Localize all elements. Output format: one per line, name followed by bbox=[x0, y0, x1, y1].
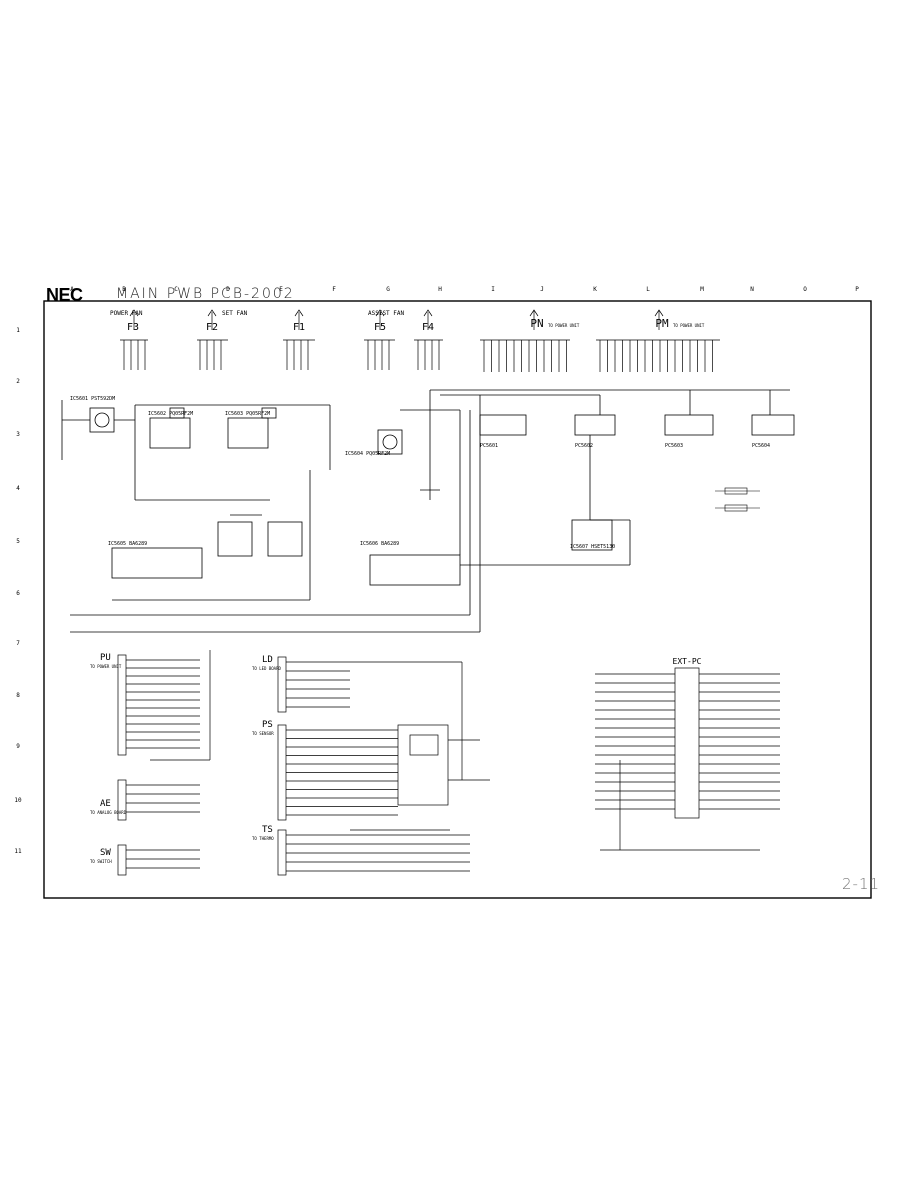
ic-label: PC5602 bbox=[575, 443, 593, 449]
lower-left-connectors bbox=[117, 650, 211, 876]
row-label: 5 bbox=[16, 538, 20, 545]
row-label: 8 bbox=[16, 692, 20, 699]
ic-label: PC5604 bbox=[752, 443, 770, 449]
row-label: 11 bbox=[14, 848, 22, 855]
pn-connector-name: PN bbox=[530, 317, 543, 330]
middle-connector-name: PS bbox=[262, 720, 273, 730]
column-labels: A B C D E F G H I J K L M N O P bbox=[70, 286, 859, 293]
middle-connector-note: TO SENSOR bbox=[252, 731, 274, 736]
fan-connector-label: F5 bbox=[374, 322, 386, 333]
row-labels: 1 2 3 4 5 6 7 8 9 10 11 bbox=[14, 327, 22, 855]
fan-group-label: ASSIST FAN bbox=[368, 310, 405, 317]
photocouplers bbox=[429, 389, 795, 566]
ic-label: IC5606 BA6289 bbox=[360, 541, 399, 547]
column-label: C bbox=[174, 286, 178, 293]
ic-label: PC5601 bbox=[480, 443, 498, 449]
power-connectors bbox=[480, 309, 720, 372]
pm-connector-note: TO POWER UNIT bbox=[673, 323, 705, 328]
ic-label: IC5602 PQ05RF2M bbox=[148, 411, 193, 417]
middle-connector-name: LD bbox=[262, 655, 273, 665]
column-label: G bbox=[386, 286, 390, 293]
top-connector-labels: PN TO POWER UNIT PM TO POWER UNIT bbox=[530, 317, 705, 330]
ext-pc-label: EXT-PC bbox=[673, 657, 702, 666]
drawing-frame bbox=[43, 300, 872, 899]
fan-labels: POWER FAN F3 SET FAN F2 F1 ASSIST FAN F5 F4 bbox=[110, 310, 434, 333]
fan-connector-label: F1 bbox=[293, 322, 305, 333]
ic-label: IC5601 PST592DM bbox=[70, 396, 115, 402]
ext-pc-connector-name: EXT-PC bbox=[673, 657, 702, 666]
left-connector-note: TO ANALOG BOARD bbox=[90, 810, 127, 815]
fan-section bbox=[120, 309, 443, 370]
column-label: L bbox=[646, 286, 650, 293]
fan-group-label: POWER FAN bbox=[110, 310, 143, 317]
ic-label: PC5603 bbox=[665, 443, 683, 449]
column-label: D bbox=[226, 286, 230, 293]
left-connector-name: PU bbox=[100, 653, 111, 663]
pm-connector-name: PM bbox=[655, 317, 669, 330]
ic-labels: IC5601 PST592DM IC5602 PQ05RF2M IC5603 PQ0… bbox=[70, 396, 770, 550]
ic-label: IC5604 PQ05RF2M bbox=[345, 451, 390, 457]
left-connector-name: SW bbox=[100, 848, 111, 858]
row-label: 10 bbox=[14, 797, 22, 804]
left-connector-note: TO SWITCH bbox=[90, 859, 112, 864]
column-label: F bbox=[332, 286, 336, 293]
column-label: K bbox=[593, 286, 597, 293]
fan-connector-label: F2 bbox=[206, 322, 218, 333]
middle-connector-name: TS bbox=[262, 825, 273, 835]
middle-connector-note: TO THERMO bbox=[252, 836, 274, 841]
row-label: 3 bbox=[16, 431, 20, 438]
row-label: 9 bbox=[16, 743, 20, 750]
ic-blocks bbox=[61, 395, 481, 633]
pn-connector-note: TO POWER UNIT bbox=[548, 323, 580, 328]
page-number: 2-11 bbox=[842, 875, 881, 893]
left-connector-note: TO POWER UNIT bbox=[90, 664, 122, 669]
column-label: E bbox=[279, 286, 283, 293]
column-label: B bbox=[122, 286, 126, 293]
fan-group-label: SET FAN bbox=[222, 310, 248, 317]
resistor-network bbox=[715, 487, 760, 512]
column-label: A bbox=[70, 286, 74, 293]
column-label: I bbox=[491, 286, 495, 293]
row-label: 7 bbox=[16, 640, 20, 647]
column-label: H bbox=[438, 286, 442, 293]
column-label: P bbox=[855, 286, 859, 293]
ext-pc-block bbox=[595, 667, 780, 851]
row-label: 2 bbox=[16, 378, 20, 385]
row-label: 4 bbox=[16, 485, 20, 492]
column-label: M bbox=[700, 286, 704, 293]
column-label: J bbox=[540, 286, 544, 293]
middle-connector-note: TO LED BOARD bbox=[252, 666, 281, 671]
schematic-title: MAIN PWB PCB-2002 bbox=[116, 286, 295, 302]
middle-connectors bbox=[277, 656, 490, 876]
left-connector-name: AE bbox=[100, 799, 111, 809]
ic-label: IC5603 PQ05RF2M bbox=[225, 411, 270, 417]
ic-label: IC5607 HSET5130 bbox=[570, 544, 615, 550]
column-label: N bbox=[750, 286, 754, 293]
nec-logo: NEC bbox=[46, 285, 83, 305]
fan-connector-label: F3 bbox=[127, 322, 139, 333]
ic-label: IC5605 BA6289 bbox=[108, 541, 147, 547]
row-label: 6 bbox=[16, 590, 20, 597]
fan-connector-label: F4 bbox=[422, 322, 434, 333]
column-label: O bbox=[803, 286, 807, 293]
row-label: 1 bbox=[16, 327, 20, 334]
